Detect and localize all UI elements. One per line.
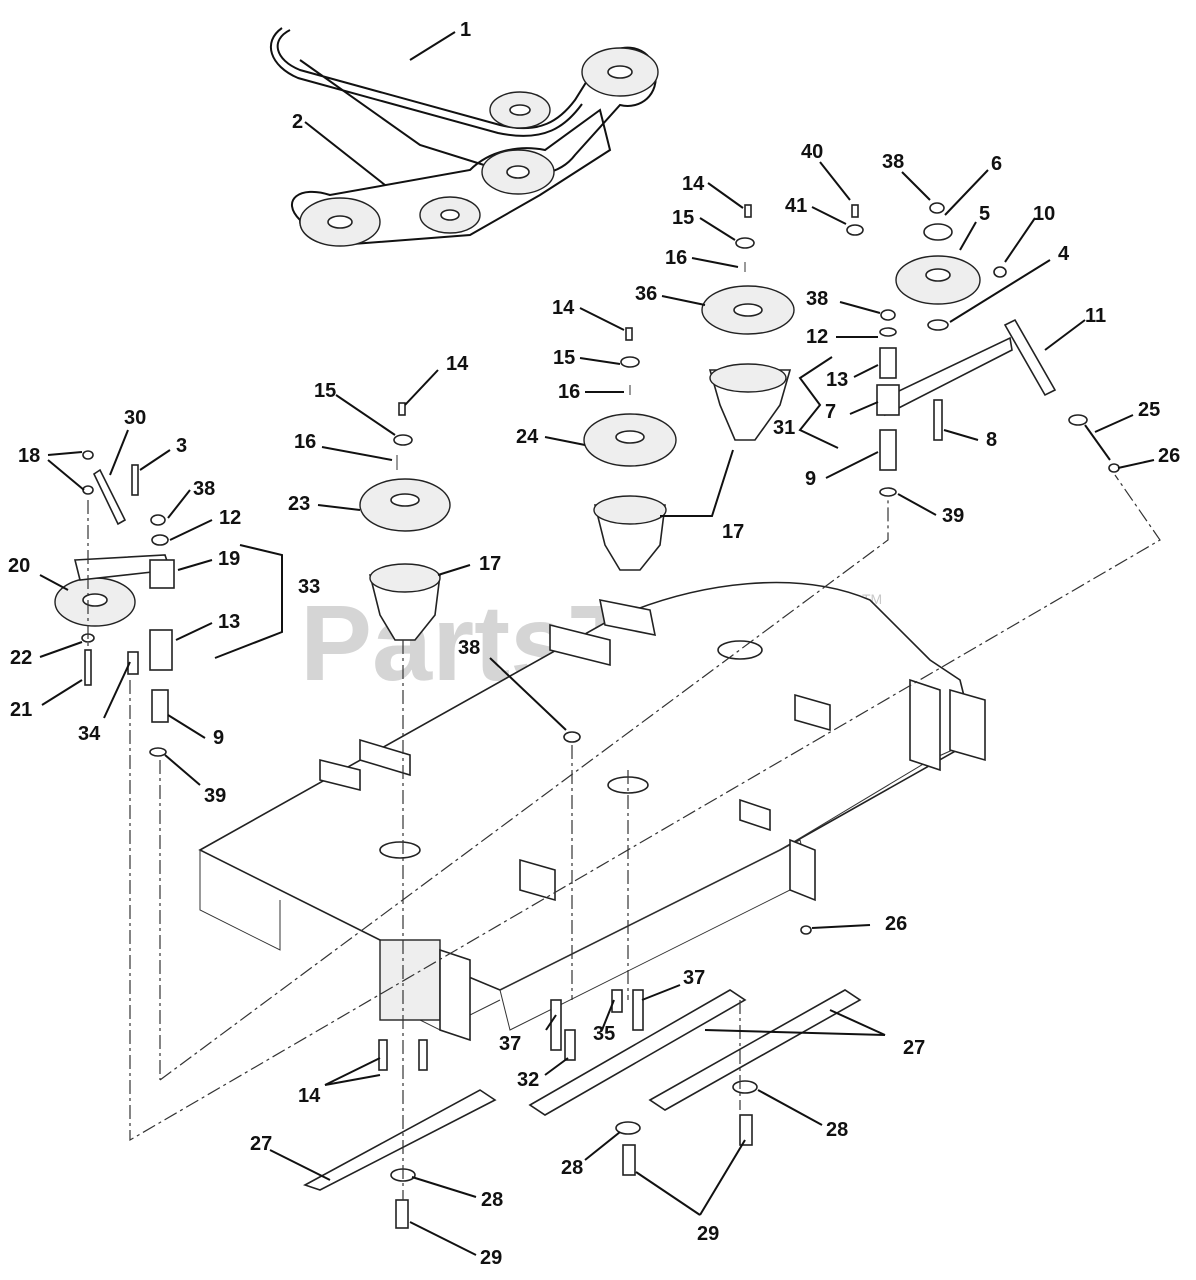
callout-15: 15 <box>553 347 575 369</box>
callout-11: 11 <box>1085 305 1106 327</box>
callout-9: 9 <box>805 468 816 490</box>
callout-40: 40 <box>801 141 823 163</box>
callout-labels: 1 2 14 15 16 36 14 15 16 24 17 40 41 38 … <box>8 19 1180 1269</box>
callout-35: 35 <box>593 1023 615 1045</box>
callout-41: 41 <box>785 195 807 217</box>
callout-31: 31 <box>773 417 795 439</box>
callout-15: 15 <box>314 380 336 402</box>
callout-14: 14 <box>552 297 575 319</box>
assembly-centerlines <box>87 474 1161 1200</box>
callout-17: 17 <box>479 553 501 575</box>
callout-20: 20 <box>8 555 30 577</box>
callout-10: 10 <box>1033 203 1055 225</box>
callout-27: 27 <box>250 1133 272 1155</box>
parts-illustration <box>54 202 1120 1229</box>
callout-30: 30 <box>124 407 146 429</box>
callout-25: 25 <box>1138 399 1160 421</box>
callout-29: 29 <box>697 1223 719 1245</box>
callout-36: 36 <box>635 283 657 305</box>
callout-39: 39 <box>204 785 226 807</box>
callout-7: 7 <box>825 401 836 423</box>
callout-14: 14 <box>298 1085 321 1107</box>
callout-32: 32 <box>517 1069 539 1091</box>
callout-38: 38 <box>806 288 828 310</box>
callout-37: 37 <box>683 967 705 989</box>
callout-28: 28 <box>561 1157 583 1179</box>
callout-3: 3 <box>176 435 187 457</box>
callout-29: 29 <box>480 1247 502 1269</box>
callout-8: 8 <box>986 429 997 451</box>
callout-22: 22 <box>10 647 32 669</box>
callout-28: 28 <box>481 1189 503 1211</box>
callout-16: 16 <box>294 431 316 453</box>
callout-21: 21 <box>10 699 32 721</box>
callout-13: 13 <box>826 369 848 391</box>
callout-27: 27 <box>903 1037 925 1059</box>
callout-13: 13 <box>218 611 240 633</box>
callout-38: 38 <box>882 151 904 173</box>
mower-deck-illustration <box>198 581 986 1042</box>
blade-center <box>528 989 747 1116</box>
callout-17: 17 <box>722 521 744 543</box>
callout-38: 38 <box>193 478 215 500</box>
callout-16: 16 <box>665 247 687 269</box>
callout-12: 12 <box>219 507 241 529</box>
callout-18: 18 <box>18 445 40 467</box>
callout-39: 39 <box>942 505 964 527</box>
callout-28: 28 <box>826 1119 848 1141</box>
callout-26: 26 <box>885 913 907 935</box>
callout-33: 33 <box>298 576 320 598</box>
callout-24: 24 <box>516 426 539 448</box>
callout-34: 34 <box>78 723 101 745</box>
callout-1: 1 <box>460 19 471 41</box>
callout-2: 2 <box>292 111 303 133</box>
belts-illustration <box>270 27 659 247</box>
leader-lines <box>39 31 1155 1256</box>
callout-38: 38 <box>458 637 480 659</box>
callout-4: 4 <box>1058 243 1070 265</box>
callout-37: 37 <box>499 1033 521 1055</box>
callout-26: 26 <box>1158 445 1180 467</box>
callout-6: 6 <box>991 153 1002 175</box>
callout-16: 16 <box>558 381 580 403</box>
callout-14: 14 <box>682 173 705 195</box>
callout-14: 14 <box>446 353 469 375</box>
callout-12: 12 <box>806 326 828 348</box>
callout-15: 15 <box>672 207 694 229</box>
callout-9: 9 <box>213 727 224 749</box>
deck-front-bracket <box>379 939 441 1021</box>
blade-left <box>302 1089 497 1191</box>
callout-5: 5 <box>979 203 990 225</box>
blade-right <box>648 989 862 1111</box>
callout-19: 19 <box>218 548 240 570</box>
callout-23: 23 <box>288 493 310 515</box>
